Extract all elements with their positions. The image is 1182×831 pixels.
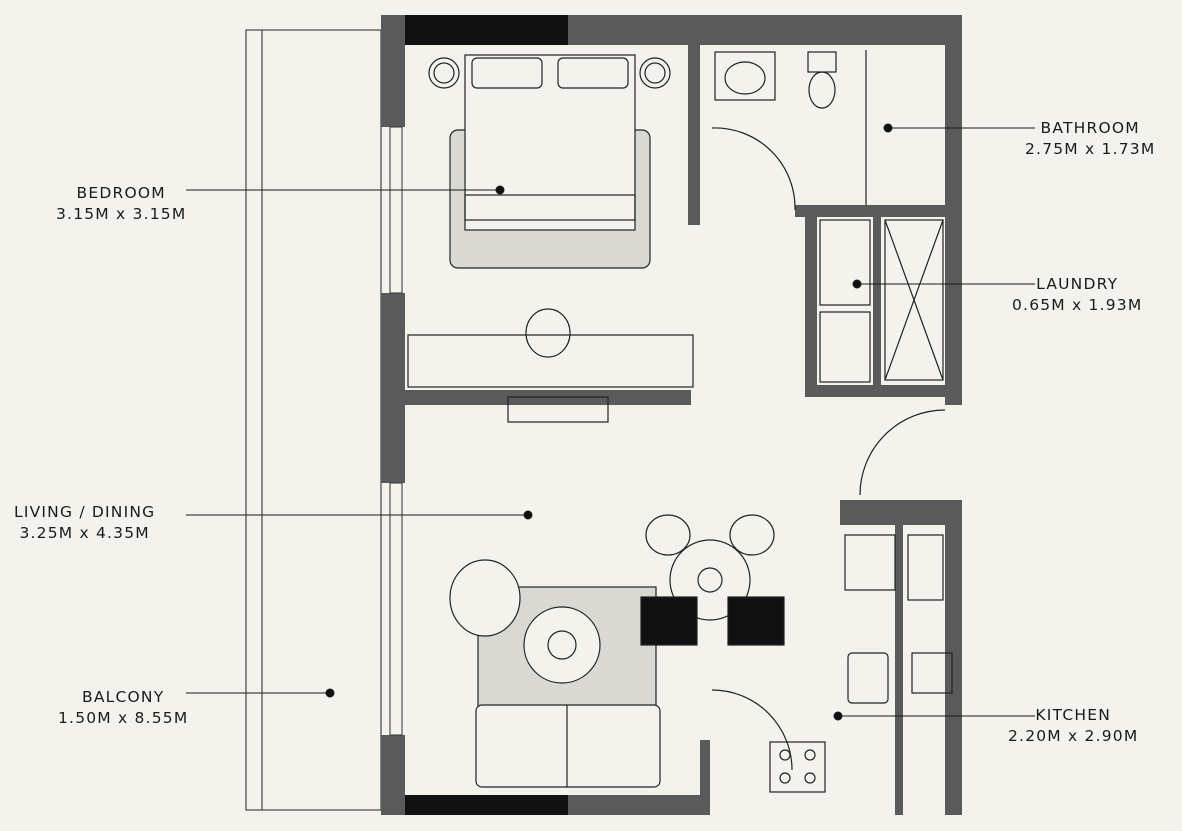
room-size: 3.15M x 3.15M bbox=[56, 205, 187, 223]
room-size: 1.50M x 8.55M bbox=[58, 709, 189, 727]
bedroom-furniture bbox=[407, 54, 694, 423]
living-furniture bbox=[449, 409, 946, 788]
leader-lines bbox=[186, 123, 1035, 721]
room-size: 0.65M x 1.93M bbox=[1012, 296, 1143, 314]
room-size: 2.75M x 1.73M bbox=[1025, 140, 1156, 158]
room-name: LIVING / DINING bbox=[14, 503, 156, 521]
label-balcony: BALCONY 1.50M x 8.55M bbox=[58, 687, 188, 729]
room-size: 2.20M x 2.90M bbox=[1008, 727, 1139, 745]
label-bathroom: BATHROOM 2.75M x 1.73M bbox=[1025, 118, 1155, 160]
label-bedroom: BEDROOM 3.15M x 3.15M bbox=[56, 183, 186, 225]
room-name: LAUNDRY bbox=[1036, 275, 1119, 293]
laundry-fixtures bbox=[819, 219, 944, 383]
walls bbox=[381, 15, 962, 815]
window-glazing bbox=[389, 126, 403, 736]
kitchen-fixtures bbox=[711, 534, 953, 793]
label-kitchen: KITCHEN 2.20M x 2.90M bbox=[1008, 705, 1138, 747]
room-name: BALCONY bbox=[82, 688, 165, 706]
bathroom-fixtures bbox=[711, 50, 867, 211]
windows bbox=[405, 15, 568, 815]
room-name: BATHROOM bbox=[1040, 119, 1140, 137]
room-name: BEDROOM bbox=[76, 184, 166, 202]
label-laundry: LAUNDRY 0.65M x 1.93M bbox=[1012, 274, 1142, 316]
room-size: 3.25M x 4.35M bbox=[19, 524, 150, 542]
label-living-dining: LIVING / DINING 3.25M x 4.35M bbox=[14, 502, 155, 544]
room-name: KITCHEN bbox=[1035, 706, 1111, 724]
